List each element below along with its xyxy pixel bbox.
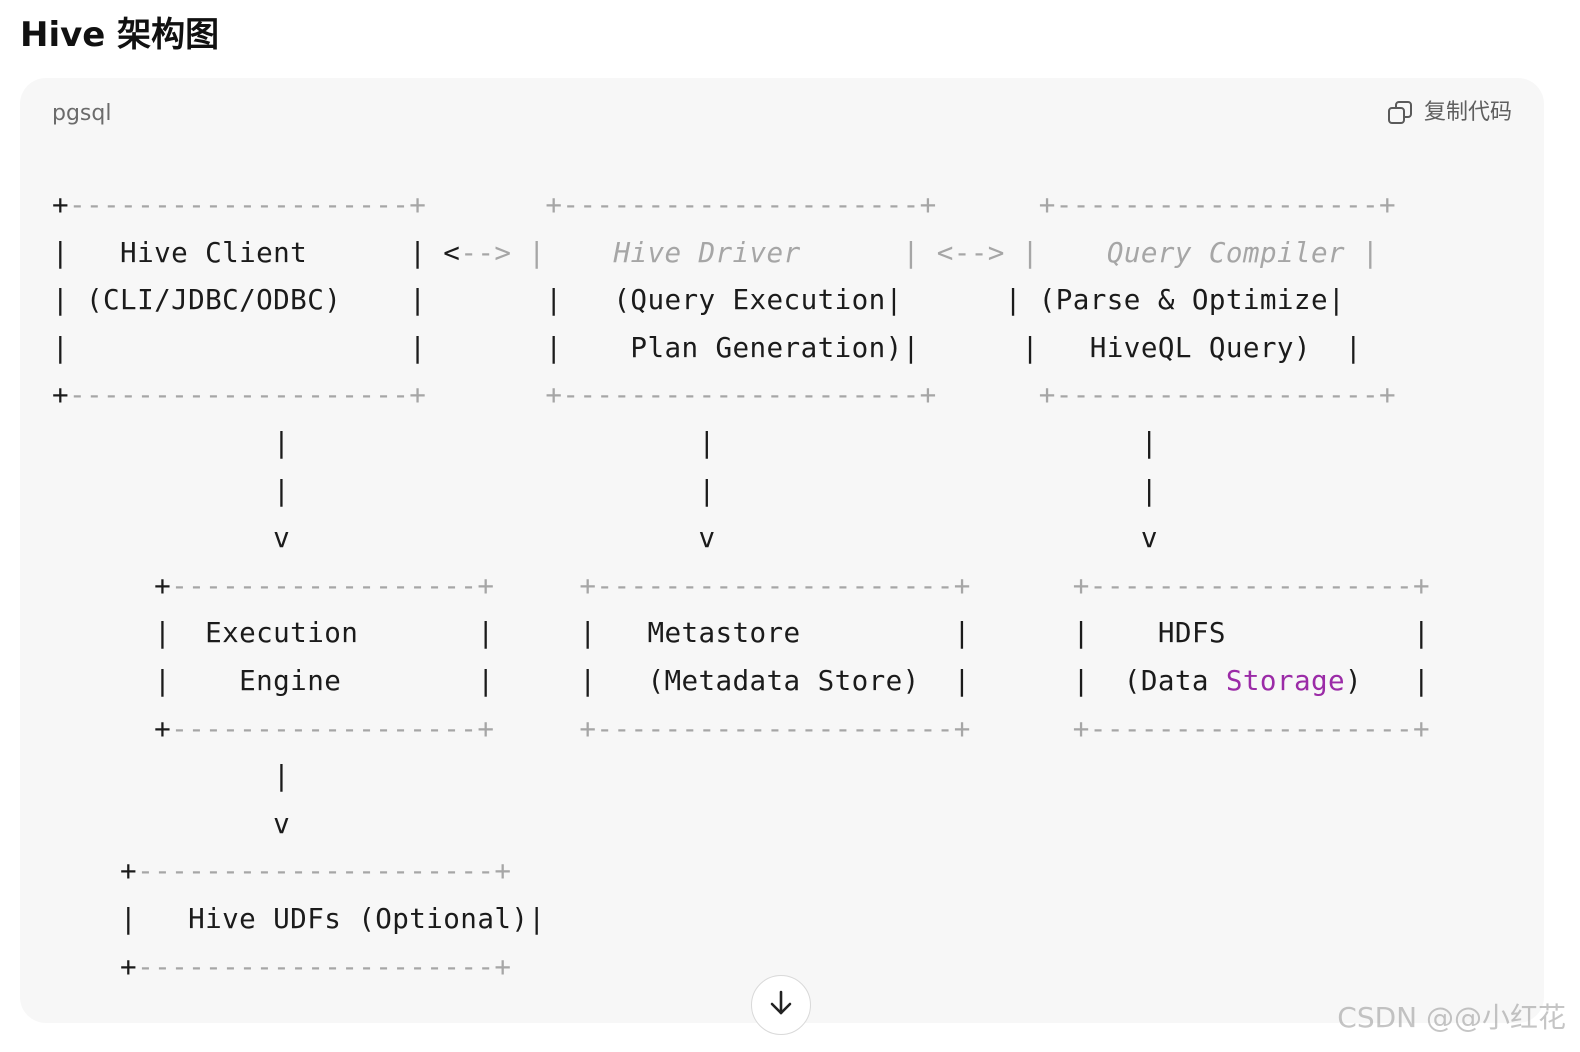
code-segment: --------------------+ xyxy=(69,378,427,412)
code-segment: | | | xyxy=(52,425,1158,459)
code-segment: +---------------------+ xyxy=(545,188,937,221)
code-segment xyxy=(494,569,579,602)
code-segment: ------------------+ xyxy=(171,711,495,745)
code-segment: | | | xyxy=(52,473,1158,507)
code-content[interactable]: +--------------------+ +----------------… xyxy=(52,181,1430,990)
code-segment: + xyxy=(52,949,138,983)
code-segment: +---------------------+ xyxy=(579,568,971,602)
code-segment: Query Compiler xyxy=(1106,235,1346,269)
code-segment xyxy=(971,712,1073,745)
code-segment xyxy=(971,569,1073,602)
code-segment xyxy=(937,378,1039,411)
copy-icon xyxy=(1386,99,1414,127)
code-line: | | | xyxy=(52,426,1158,459)
code-segment: | xyxy=(52,759,291,793)
code-line: +--------------------+ +----------------… xyxy=(52,188,1396,221)
code-line: v v v xyxy=(52,521,1158,554)
code-segment: v v v xyxy=(52,521,1158,555)
code-segment: | | | Plan Generation)| | HiveQL Query) … xyxy=(52,330,1362,364)
code-line: | Hive Client | <--> | Hive Driver | <--… xyxy=(52,236,1379,269)
code-line: | | | xyxy=(52,474,1158,507)
code-segment: Storage xyxy=(1225,663,1345,697)
code-line: | (CLI/JDBC/ODBC) | | (Query Execution| … xyxy=(52,283,1345,316)
code-block-card: pgsql 复制代码 +--------------------+ +-----… xyxy=(20,78,1544,1023)
code-segment: | xyxy=(1345,235,1380,269)
code-segment: | Execution | | Metastore | | HDFS | xyxy=(52,616,1431,650)
code-segment: +---------------------+ xyxy=(545,378,937,412)
code-line: | Engine | | (Metadata Store) | | (Data … xyxy=(52,664,1430,697)
code-segment: +-------------------+ xyxy=(1072,568,1431,602)
code-segment: | Hive Client | < xyxy=(52,235,461,269)
code-line: | | | Plan Generation)| | HiveQL Query) … xyxy=(52,331,1362,364)
code-line: +---------------------+ xyxy=(52,854,511,887)
code-segment: ---------------------+ xyxy=(137,854,512,888)
code-segment xyxy=(426,188,545,221)
code-segment: | <--> | xyxy=(800,235,1107,269)
code-segment xyxy=(426,378,545,411)
code-segment: ) | xyxy=(1344,663,1431,697)
code-line: | xyxy=(52,759,290,792)
code-segment: --------------------+ xyxy=(69,188,427,221)
copy-code-label: 复制代码 xyxy=(1423,100,1512,125)
arrow-down-icon xyxy=(765,987,797,1023)
page-title: Hive 架构图 xyxy=(20,15,220,55)
code-line: +------------------+ +------------------… xyxy=(52,712,1430,745)
code-line: +---------------------+ xyxy=(52,950,511,983)
code-segment: --> | xyxy=(460,235,614,269)
code-segment xyxy=(494,712,579,745)
scroll-to-bottom-button[interactable] xyxy=(751,975,811,1035)
code-segment: | Hive UDFs (Optional)| xyxy=(52,901,546,935)
code-line: +------------------+ +------------------… xyxy=(52,569,1430,602)
copy-code-button[interactable]: 复制代码 xyxy=(1386,98,1512,128)
code-line: | Execution | | Metastore | | HDFS | xyxy=(52,616,1430,649)
code-language-label: pgsql xyxy=(52,101,112,126)
code-line: v xyxy=(52,807,290,840)
code-segment: +-------------------+ xyxy=(1072,711,1431,745)
code-segment: ---------------------+ xyxy=(137,949,512,983)
code-line: | Hive UDFs (Optional)| xyxy=(52,902,545,935)
code-segment: | (CLI/JDBC/ODBC) | | (Query Execution| … xyxy=(52,283,1345,317)
code-segment: + xyxy=(52,854,138,888)
code-segment: + xyxy=(52,568,172,602)
code-segment: Hive Driver xyxy=(613,235,801,269)
code-segment: +---------------------+ xyxy=(579,711,971,745)
code-segment: + xyxy=(52,711,172,745)
code-segment: | Engine | | (Metadata Store) | | (Data xyxy=(52,663,1226,697)
code-segment xyxy=(937,188,1039,221)
watermark: CSDN @@小红花 xyxy=(1337,1001,1566,1034)
code-segment: +-------------------+ xyxy=(1038,188,1397,221)
code-segment: ------------------+ xyxy=(171,568,495,602)
code-segment: + xyxy=(52,378,70,412)
code-segment: +-------------------+ xyxy=(1038,378,1397,412)
code-segment: v xyxy=(52,806,291,840)
code-line: +--------------------+ +----------------… xyxy=(52,378,1396,411)
code-segment: + xyxy=(52,188,70,221)
